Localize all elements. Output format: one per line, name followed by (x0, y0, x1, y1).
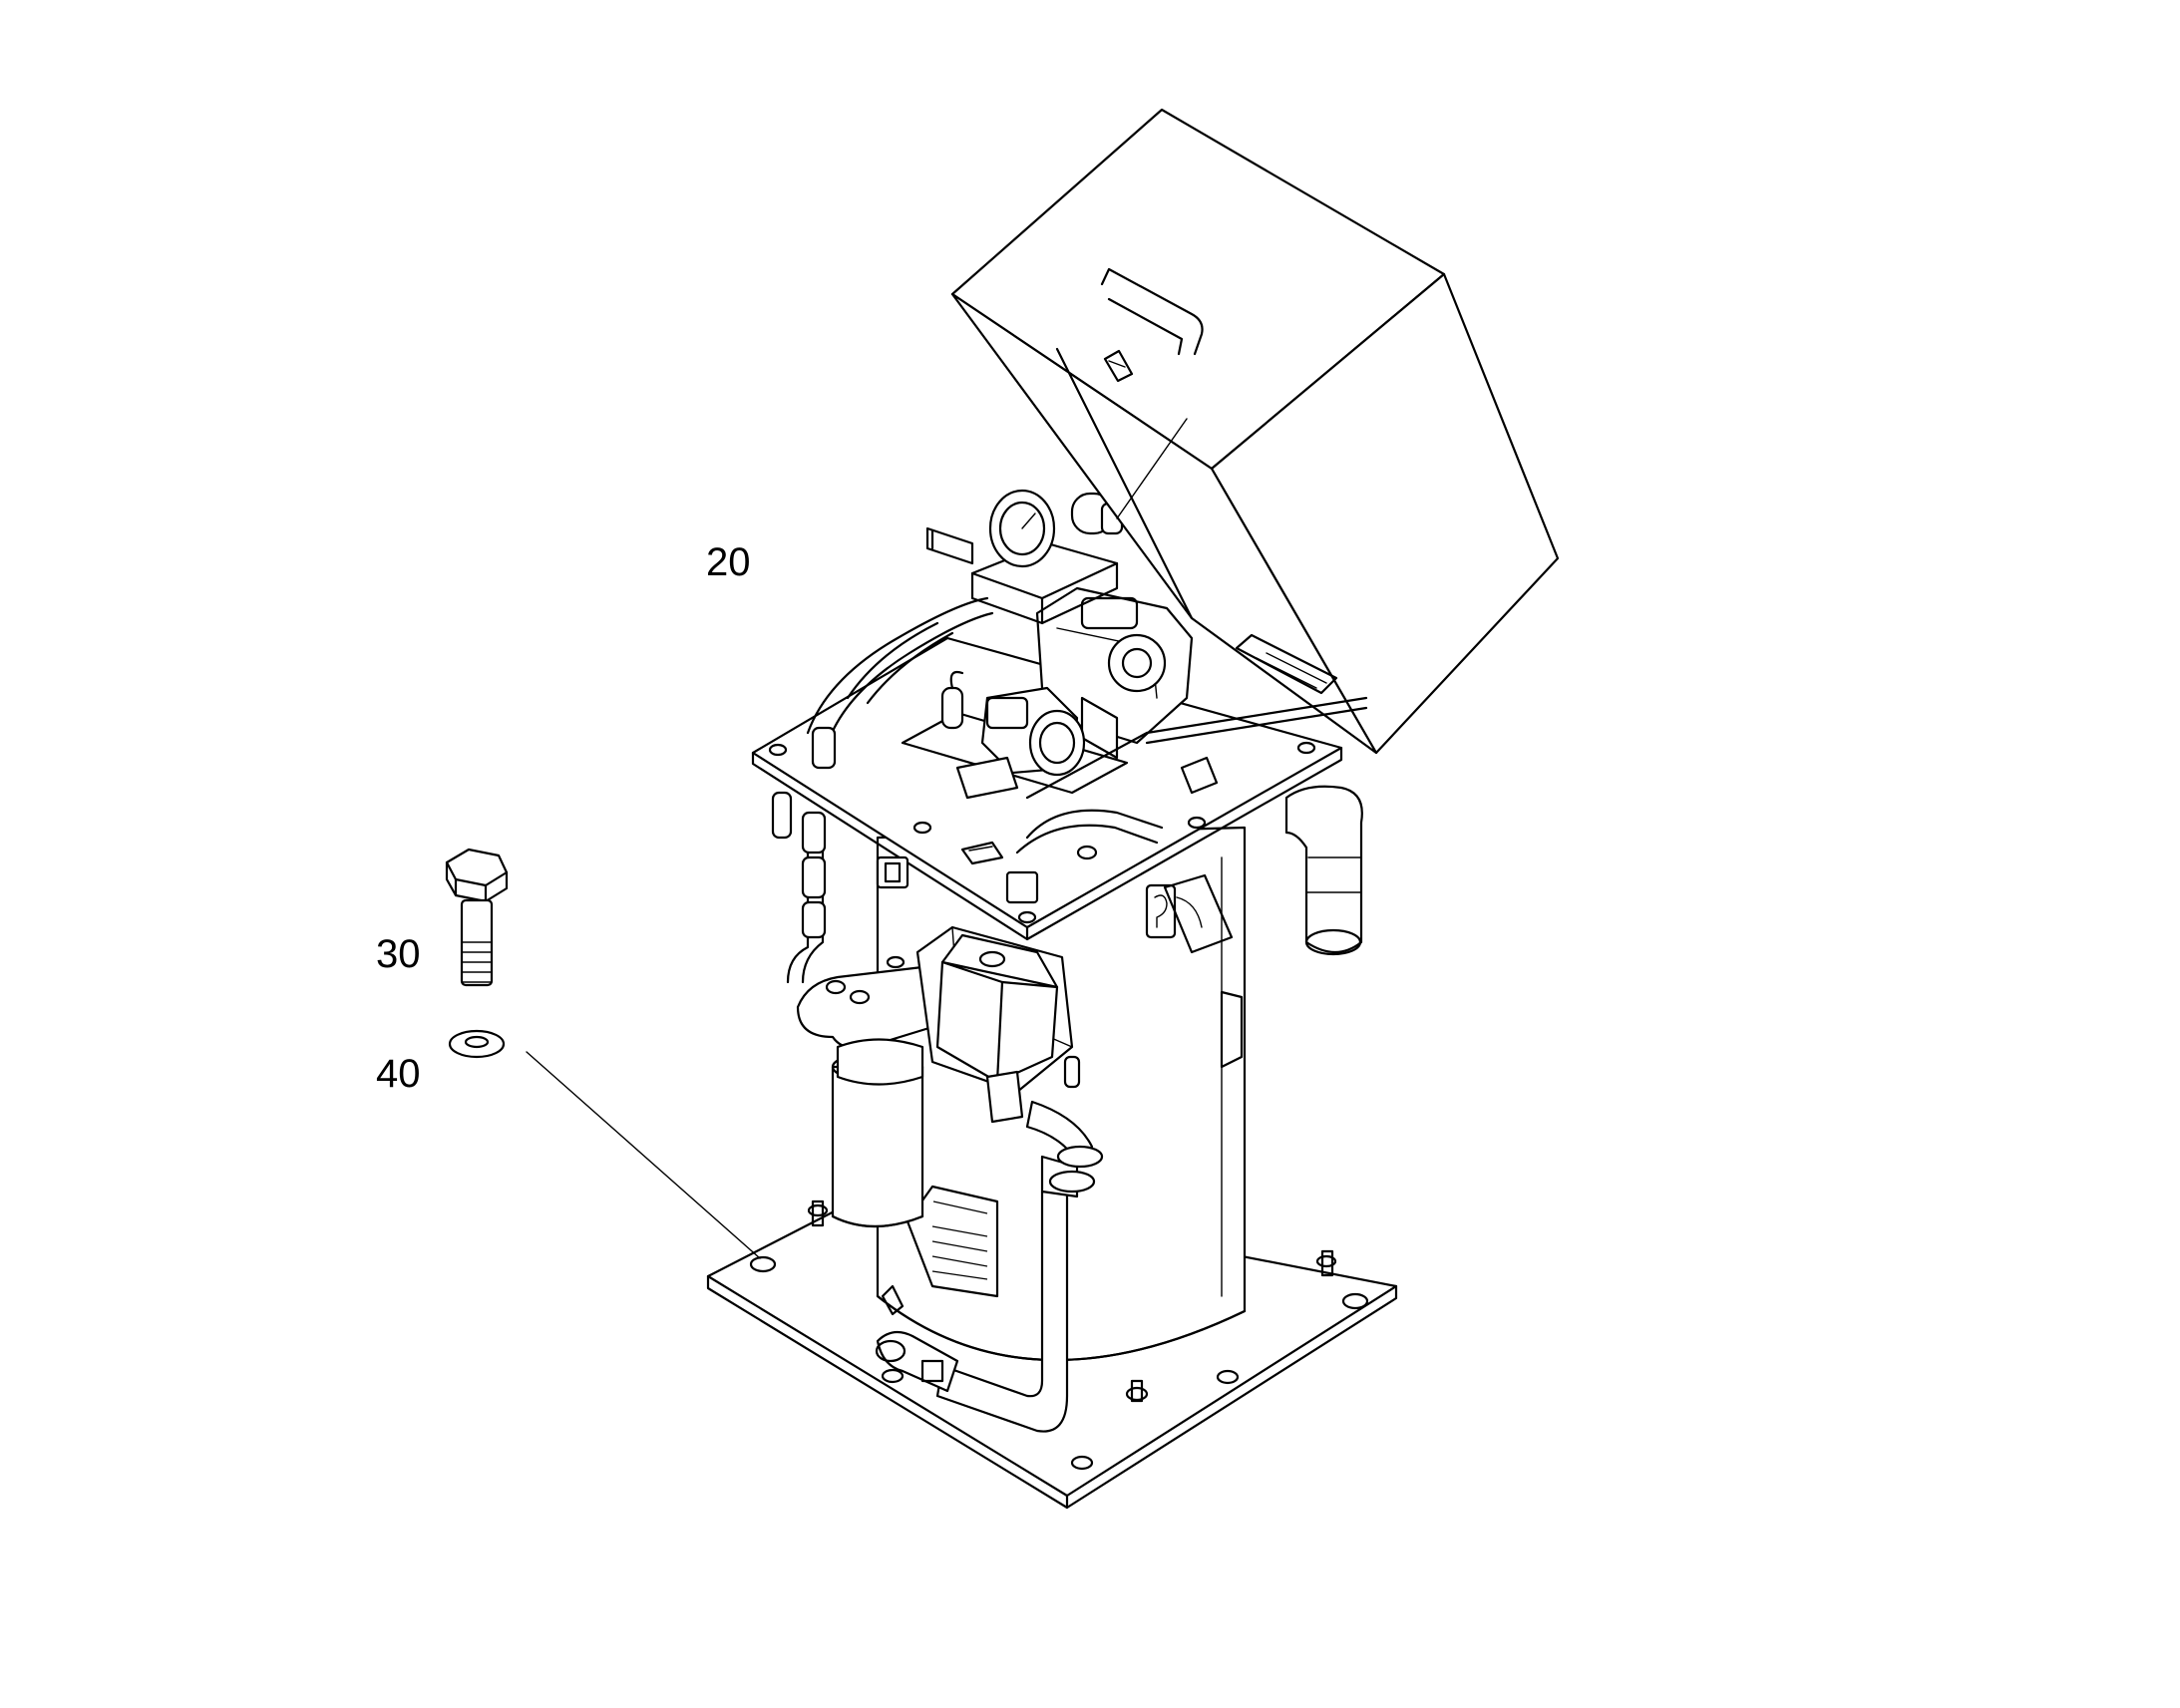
filter-manifold (796, 925, 1104, 1228)
return-pipe (1284, 785, 1363, 956)
caution-label (906, 1185, 999, 1298)
callout-item-40: 40 (376, 1052, 421, 1096)
leader-line-40 (526, 1051, 761, 1259)
callout-item-20: 20 (706, 540, 751, 584)
hydraulic-hoses (786, 477, 1214, 1433)
side-fittings (771, 726, 1039, 939)
hex-bolt-icon (445, 848, 509, 987)
hinged-cover (950, 108, 1560, 800)
top-plate (751, 636, 1343, 941)
flat-washer-icon (448, 1029, 506, 1059)
callout-item-30: 30 (376, 932, 421, 976)
